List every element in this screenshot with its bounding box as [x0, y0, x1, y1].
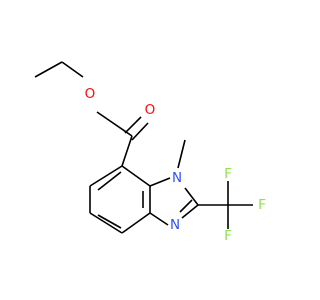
- atom-ring-n1: N: [172, 170, 182, 186]
- bond-carbonyl-c-c7: [121, 135, 133, 167]
- bond-n1-methyl: [177, 139, 186, 169]
- bond-c3a-c4: [121, 212, 151, 234]
- bond-c7a-n1: [149, 177, 171, 187]
- atom-label-ring-n1: N: [172, 170, 182, 186]
- atom-label-fluorine-bottom: F: [224, 228, 232, 244]
- bond-c4-c5: [89, 212, 123, 234]
- atom-label-ring-n3: N: [170, 217, 180, 233]
- bond-o-ester-carbonyl-c: [96, 111, 133, 137]
- atom-fluorine-bottom: F: [224, 228, 232, 244]
- atom-fluorine-top: F: [224, 166, 232, 182]
- bond-c2-n3-double: [179, 199, 193, 213]
- atom-ester-oxygen: O: [85, 86, 96, 102]
- bond-carbonyl-double-a: [124, 116, 142, 134]
- atom-ring-n3: N: [170, 217, 180, 233]
- bond-c7-c7a: [121, 165, 151, 187]
- atom-label-ester-oxygen: O: [85, 86, 96, 102]
- molecule-structure-diagram: O O N N F F F: [34, 61, 266, 244]
- bond-inner-c6-c7: [97, 171, 122, 191]
- bond-n1-c2: [184, 187, 199, 206]
- bond-carbonyl-double-b: [131, 122, 149, 141]
- atom-label-fluorine-right: F: [258, 197, 266, 213]
- atom-label-fluorine-top: F: [224, 166, 232, 182]
- bond-ch3-ch2: [34, 61, 63, 78]
- bond-inner-c4-c5: [97, 214, 122, 229]
- atom-label-carbonyl-oxygen: O: [145, 102, 156, 118]
- bond-n3-c3a: [149, 212, 169, 226]
- bond-ch2-o-ester: [61, 61, 84, 78]
- atom-fluorine-right: F: [258, 197, 266, 213]
- bond-c6-c7: [89, 165, 123, 187]
- bond-c2-n3: [181, 204, 199, 219]
- atom-carbonyl-oxygen: O: [145, 102, 156, 118]
